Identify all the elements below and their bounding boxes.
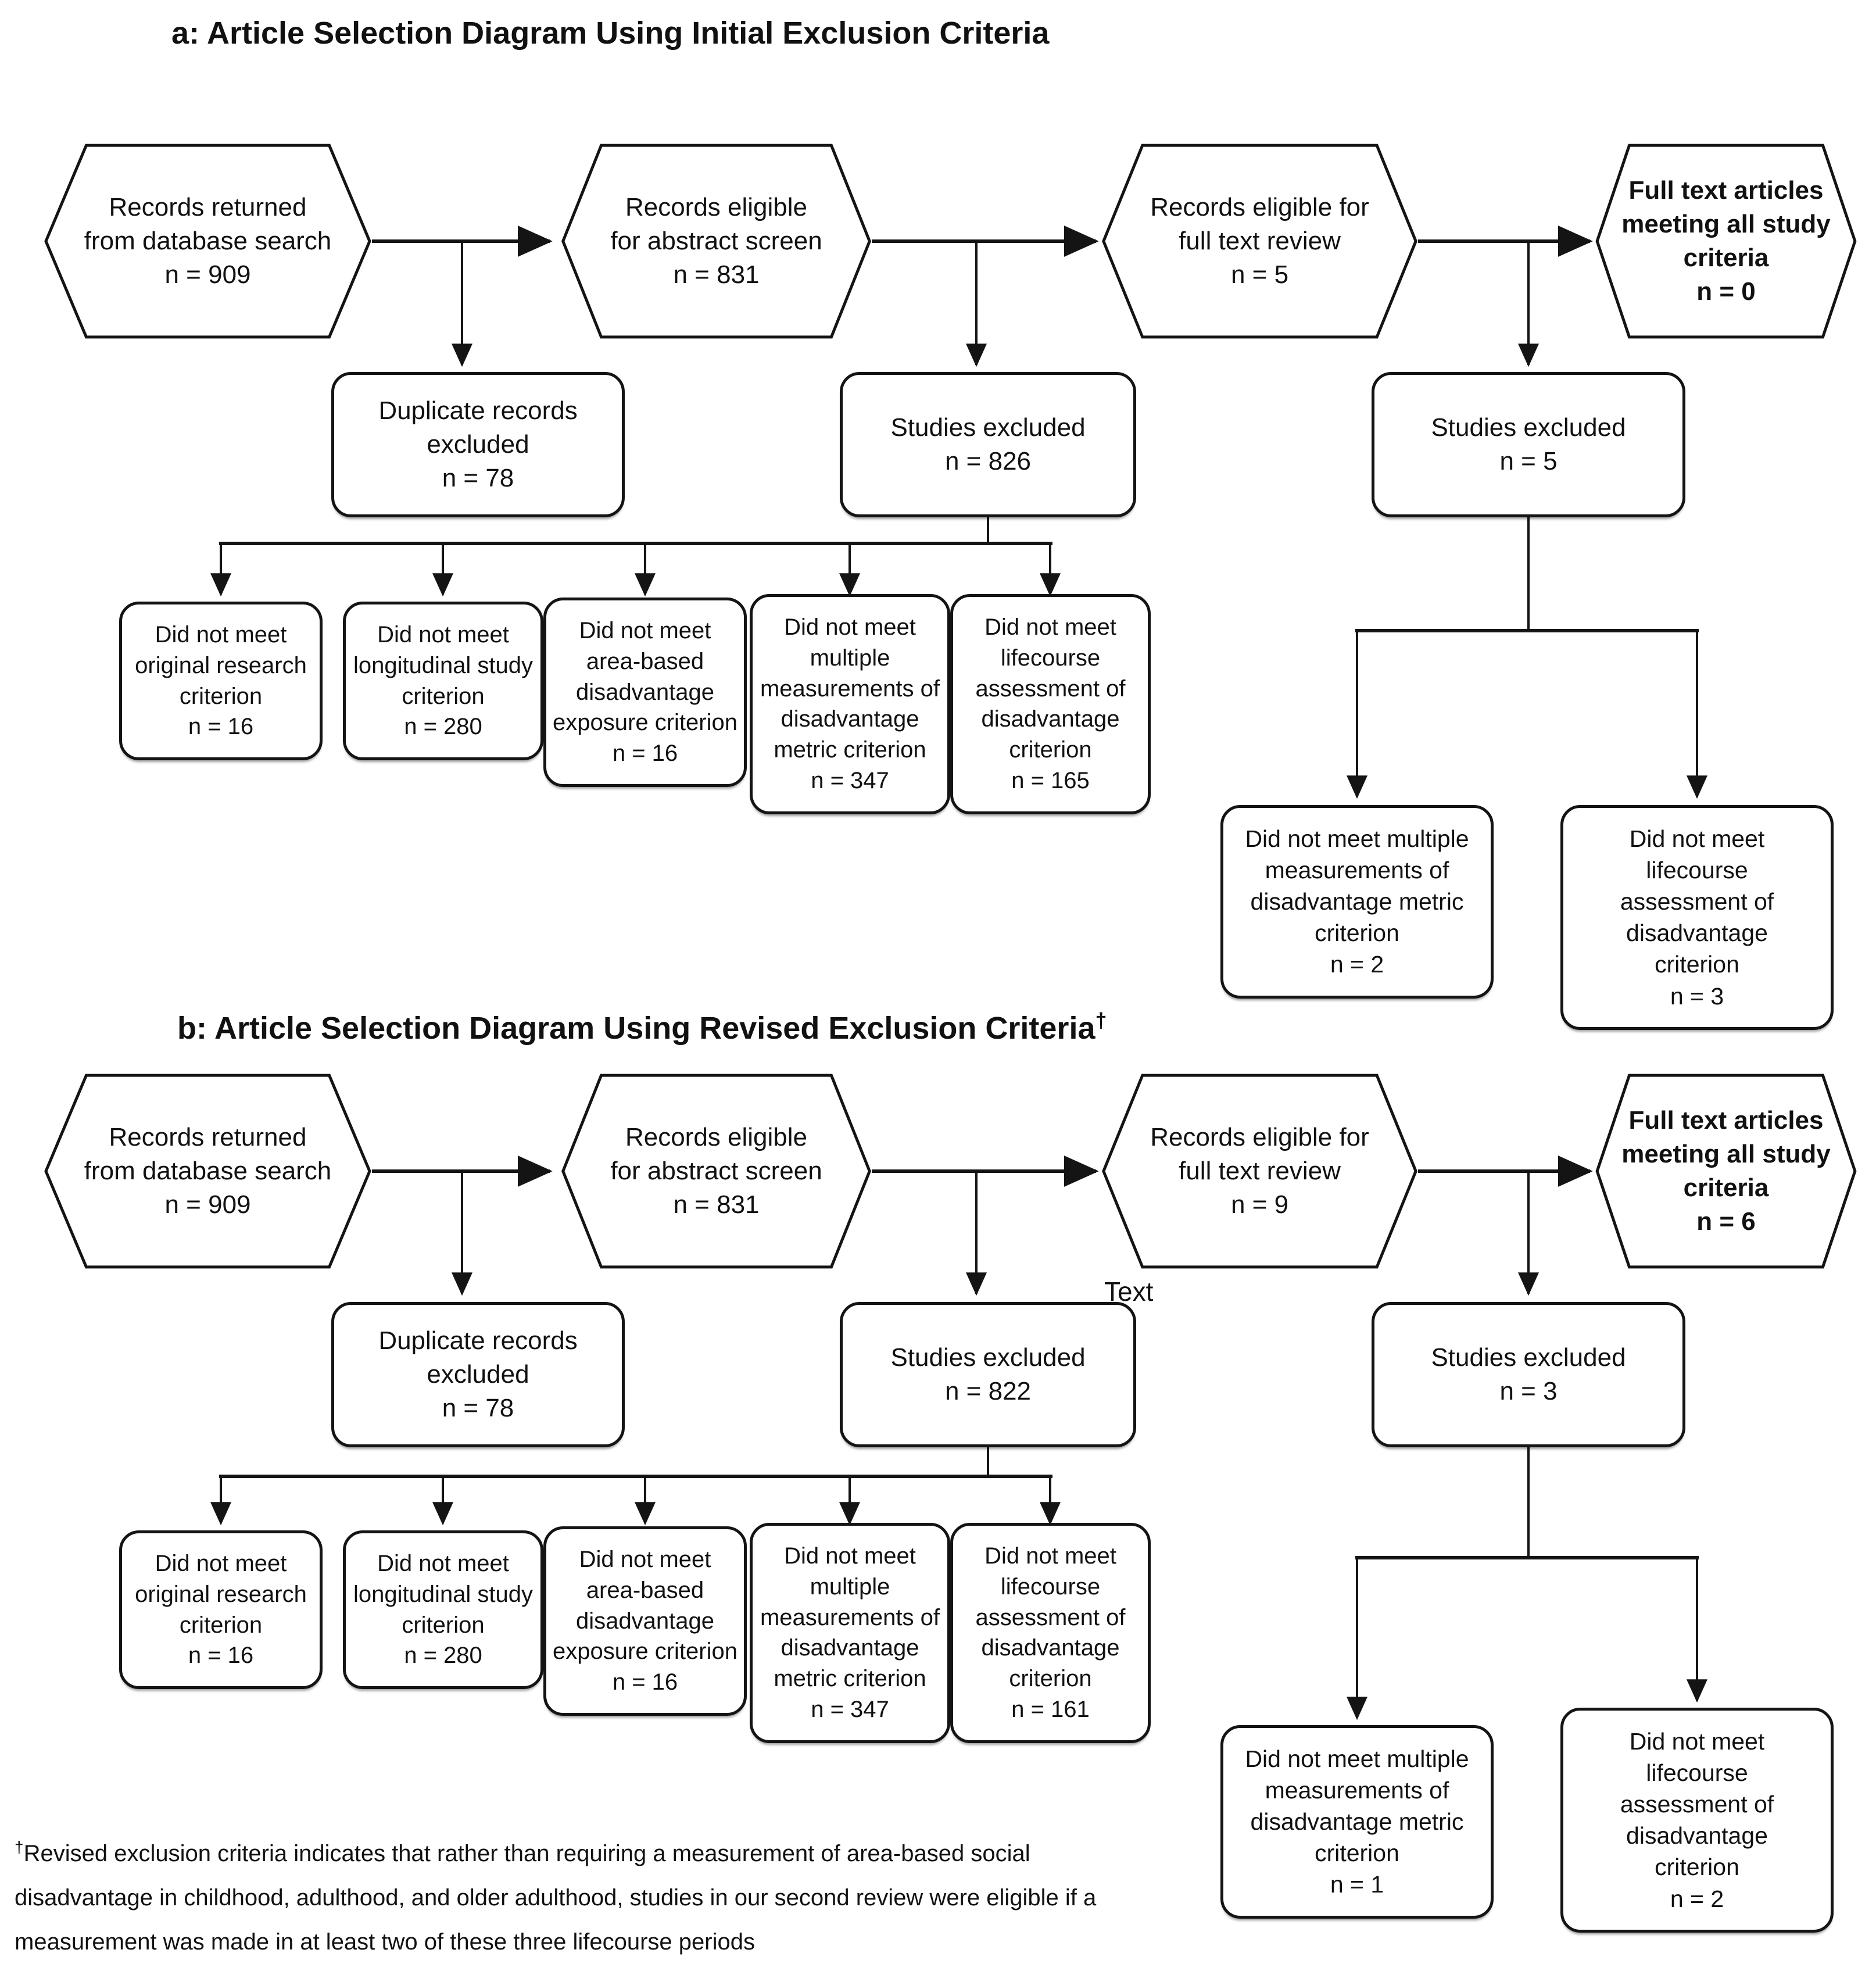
box-excluded-abstract-b: Studies excluded n = 822	[840, 1302, 1136, 1447]
hexagon-shape	[561, 1072, 872, 1270]
hex-abstract-screen-b-label: Records eligible for abstract screen n =…	[610, 1122, 822, 1219]
diagram-b-title-text: b: Article Selection Diagram Using Revis…	[177, 1011, 1095, 1046]
hexagon-shape	[1101, 142, 1418, 340]
footnote-dagger-symbol: †	[15, 1838, 24, 1856]
hexagon-shape	[44, 142, 372, 340]
hex-full-text-review-b: Records eligible for full text review n …	[1101, 1072, 1418, 1270]
box-crit-lifecourse-a: Did not meet lifecourse assessment of di…	[950, 594, 1151, 814]
hex-abstract-screen-a-label: Records eligible for abstract screen n =…	[610, 192, 822, 289]
text-annotation-label: Text	[1104, 1276, 1154, 1307]
box-crit-area-based-b: Did not meet area-based disadvantage exp…	[543, 1526, 747, 1716]
hex-full-text-review-b-label: Records eligible for full text review n …	[1150, 1122, 1369, 1219]
footnote-text: Revised exclusion criteria indicates tha…	[15, 1841, 1097, 1955]
box-crit-area-based-a: Did not meet area-based disadvantage exp…	[543, 598, 747, 787]
diagram-b-title: b: Article Selection Diagram Using Revis…	[177, 1008, 1107, 1046]
box-duplicates-a: Duplicate records excluded n = 78	[331, 372, 625, 517]
hex-abstract-screen-b: Records eligible for abstract screen n =…	[561, 1072, 872, 1270]
box-crit-original-research-b: Did not meet original research criterion…	[119, 1530, 323, 1690]
box-crit-lifecourse-b: Did not meet lifecourse assessment of di…	[950, 1523, 1151, 1743]
box-excluded-fulltext-a: Studies excluded n = 5	[1372, 372, 1685, 517]
box-excluded-fulltext-b: Studies excluded n = 3	[1372, 1302, 1685, 1447]
footnote: †Revised exclusion criteria indicates th…	[15, 1787, 1177, 1964]
hexagon-shape	[561, 142, 872, 340]
box-crit-multiple-measurements-a: Did not meet multiple measurements of di…	[750, 594, 950, 814]
dagger-superscript: †	[1095, 1008, 1107, 1032]
hex-meeting-criteria-b-label: Full text articles meeting all study cri…	[1621, 1106, 1831, 1236]
hexagon-shape	[1595, 142, 1857, 340]
diagram-a-title-text: a: Article Selection Diagram Using Initi…	[171, 16, 1050, 51]
box-crit-longitudinal-a: Did not meet longitudinal study criterio…	[343, 602, 543, 761]
hex-records-returned-a: Records returned from database search n …	[44, 142, 372, 340]
box-excluded-abstract-a: Studies excluded n = 826	[840, 372, 1136, 517]
hexagon-shape	[1101, 1072, 1418, 1270]
hexagon-shape	[1595, 1072, 1857, 1270]
diagram-a-title: a: Article Selection Diagram Using Initi…	[171, 15, 1049, 51]
hex-meeting-criteria-a: Full text articles meeting all study cri…	[1595, 142, 1857, 340]
hex-records-returned-a-label: Records returned from database search n …	[84, 192, 332, 289]
hex-meeting-criteria-b: Full text articles meeting all study cri…	[1595, 1072, 1857, 1270]
box-sub-lifecourse-b: Did not meet lifecourse assessment of di…	[1560, 1708, 1834, 1933]
box-duplicates-b: Duplicate records excluded n = 78	[331, 1302, 625, 1447]
box-sub-lifecourse-a: Did not meet lifecourse assessment of di…	[1560, 805, 1834, 1030]
hex-records-returned-b-label: Records returned from database search n …	[84, 1122, 332, 1219]
box-crit-original-research-a: Did not meet original research criterion…	[119, 602, 323, 761]
flow-diagram-canvas: a: Article Selection Diagram Using Initi…	[15, 15, 1862, 1955]
hexagon-shape	[44, 1072, 372, 1270]
box-sub-multiple-measurements-a: Did not meet multiple measurements of di…	[1220, 805, 1494, 999]
box-sub-multiple-measurements-b: Did not meet multiple measurements of di…	[1220, 1725, 1494, 1919]
connector-lines-layer	[210, 226, 1707, 1720]
hex-records-returned-b: Records returned from database search n …	[44, 1072, 372, 1270]
box-crit-multiple-measurements-b: Did not meet multiple measurements of di…	[750, 1523, 950, 1743]
hex-abstract-screen-a: Records eligible for abstract screen n =…	[561, 142, 872, 340]
box-crit-longitudinal-b: Did not meet longitudinal study criterio…	[343, 1530, 543, 1690]
hex-meeting-criteria-a-label: Full text articles meeting all study cri…	[1621, 176, 1831, 306]
hex-full-text-review-a-label: Records eligible for full text review n …	[1150, 192, 1369, 289]
hex-full-text-review-a: Records eligible for full text review n …	[1101, 142, 1418, 340]
